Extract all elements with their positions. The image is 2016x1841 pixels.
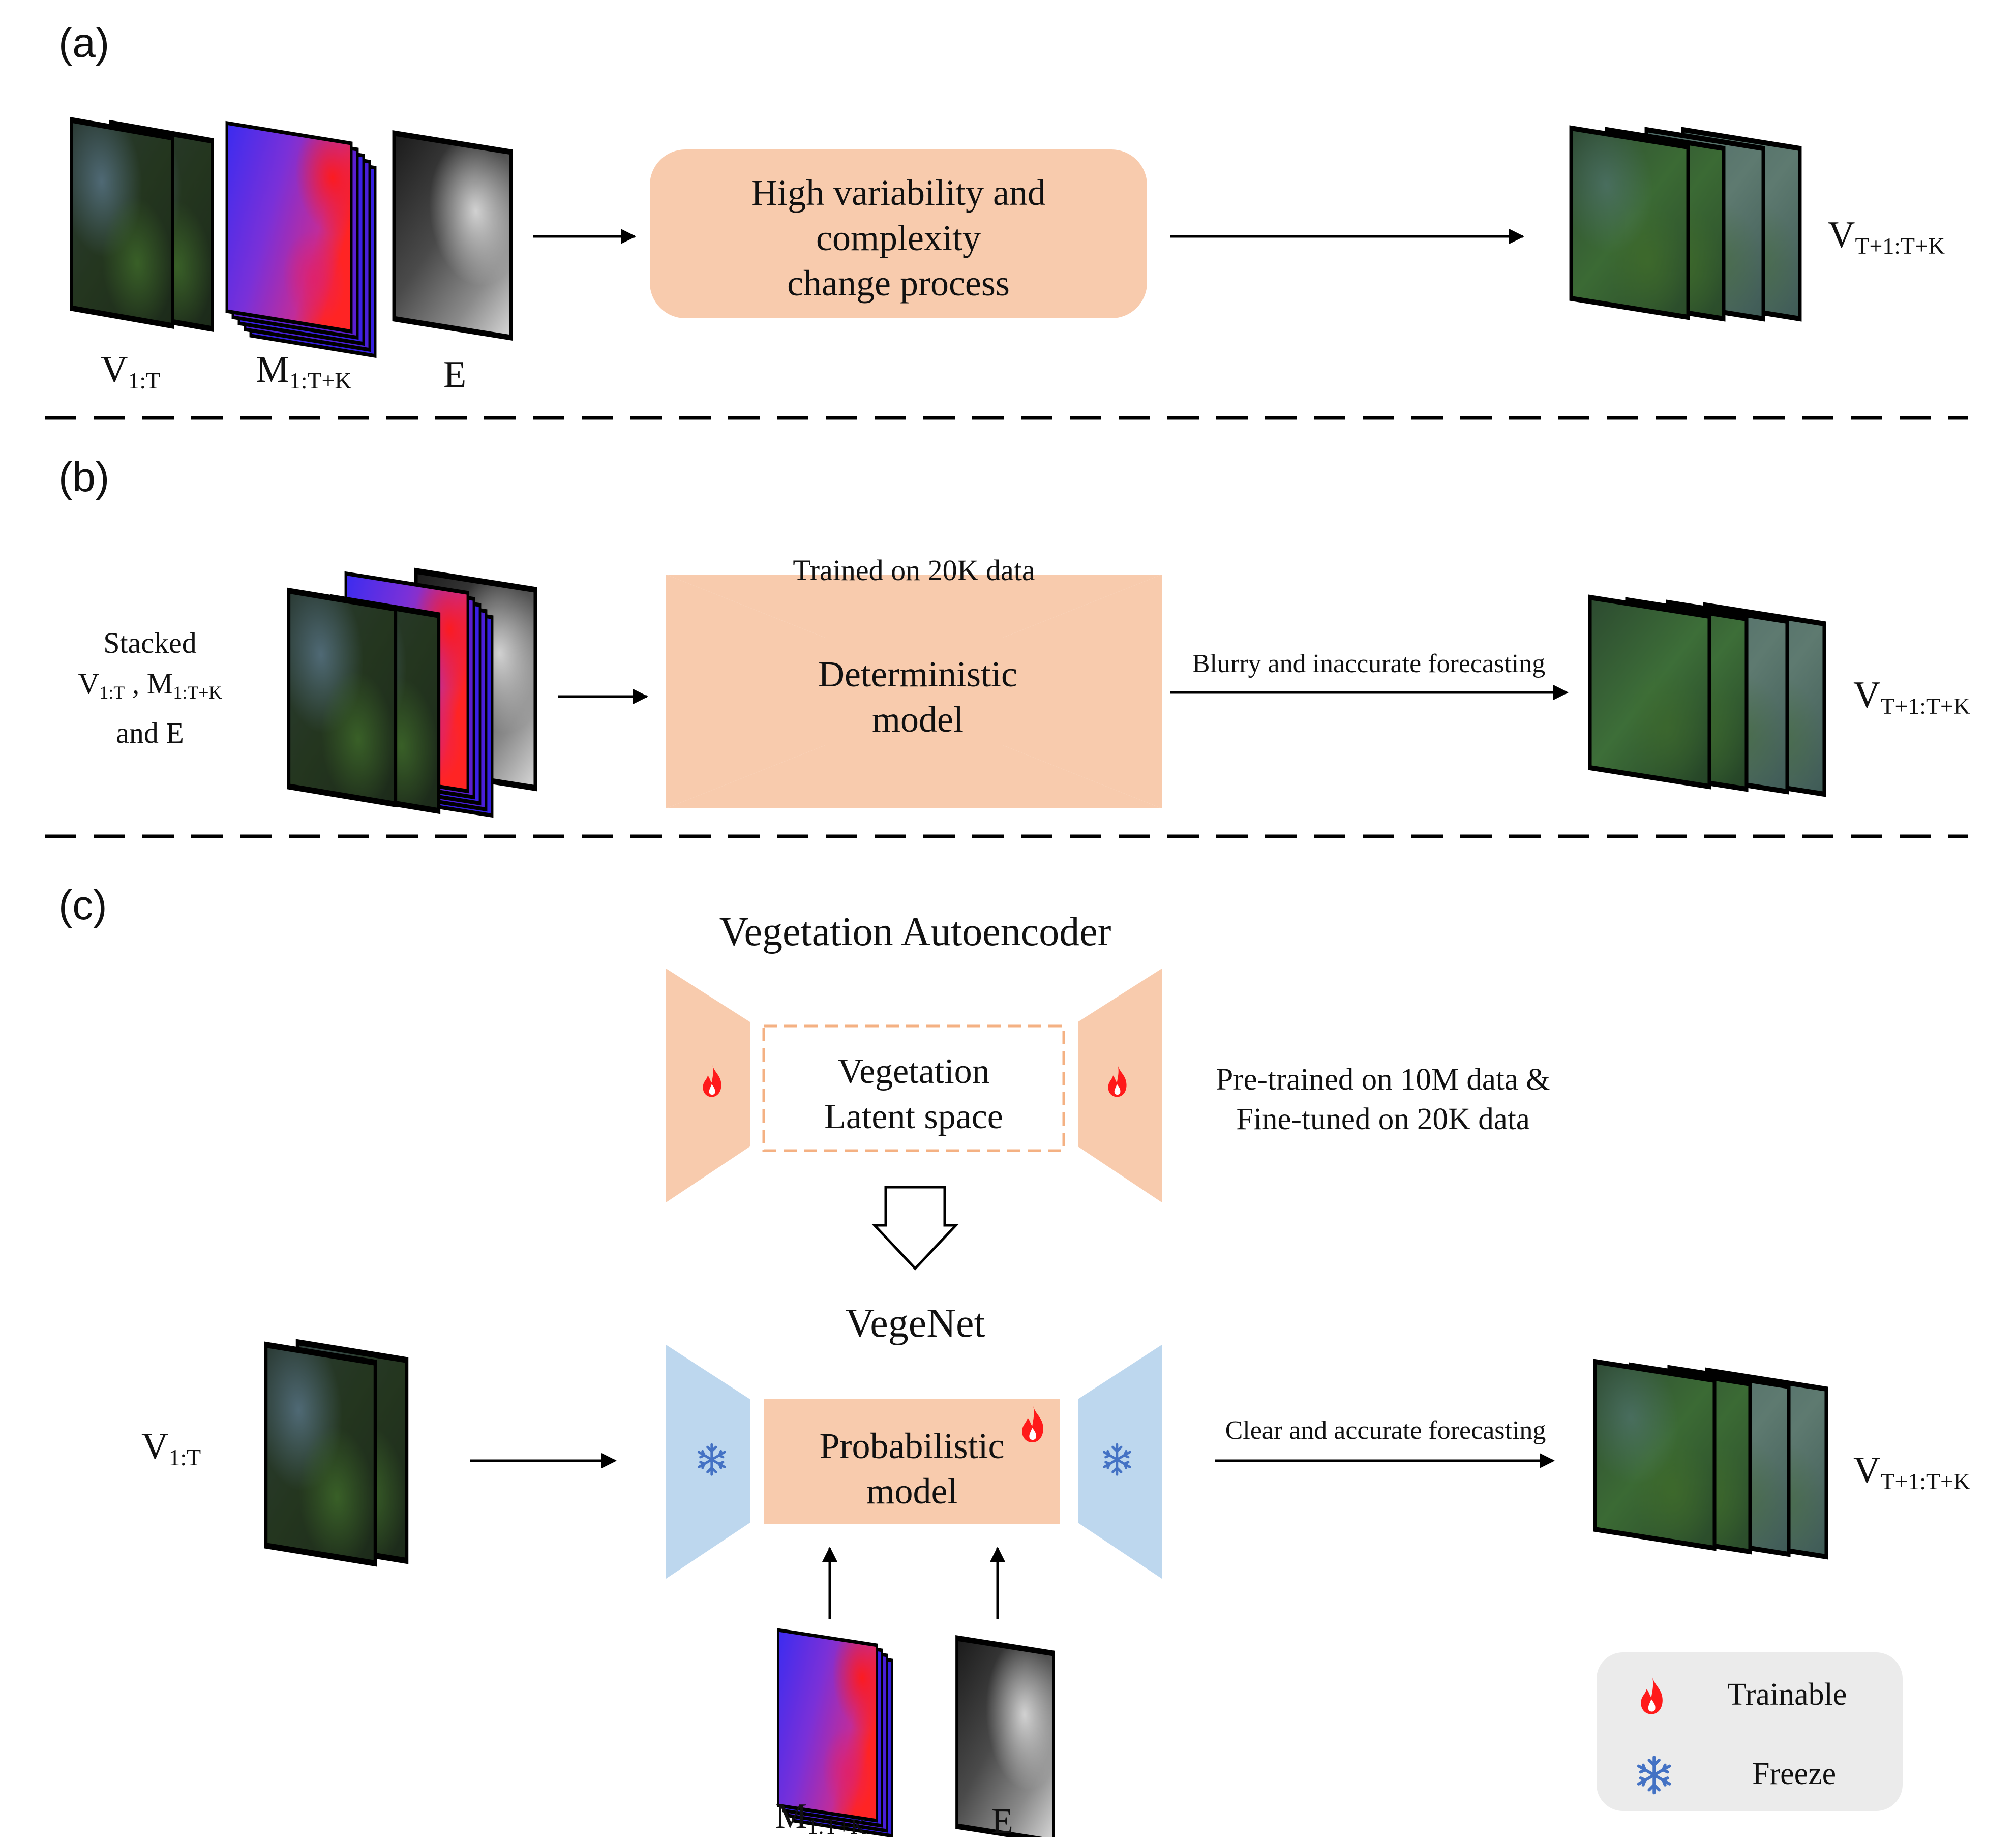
panel-a-v-label: V1:T bbox=[101, 349, 161, 394]
panel-c-vegetation-input-stack bbox=[266, 1342, 407, 1563]
latent-space-box bbox=[762, 1024, 1065, 1152]
trained-note: Trained on 20K data bbox=[793, 554, 1035, 587]
panel-c-meteorology-stack bbox=[778, 1630, 893, 1837]
panel-a-output-stack bbox=[1571, 128, 1800, 319]
legend-trainable-label: Trainable bbox=[1727, 1677, 1847, 1712]
deterministic-model-text: Deterministic model bbox=[818, 654, 1017, 740]
panel-a-elevation-map bbox=[394, 133, 511, 338]
transfer-down-arrow bbox=[871, 1186, 959, 1271]
panel-a-meteorology-stack bbox=[227, 123, 377, 358]
stacked-input-label: Stacked V1:T , M1:T+K and E bbox=[78, 626, 222, 750]
latent-space-text: Vegetation Latent space bbox=[824, 1052, 1003, 1136]
panel-a-label: (a) bbox=[58, 20, 110, 66]
panel-c-m-label: M1:T+K bbox=[775, 1797, 866, 1839]
panel-b-output-stack bbox=[1590, 597, 1824, 794]
panel-c-e-label: E bbox=[991, 1802, 1013, 1841]
panel-c-output-label: VT+1:T+K bbox=[1853, 1450, 1971, 1494]
panel-a-m-label: M1:T+K bbox=[256, 349, 352, 394]
legend-freeze-label: Freeze bbox=[1752, 1757, 1837, 1791]
change-process-text: High variability and complexity change p… bbox=[751, 172, 1046, 304]
panel-a-e-label: E bbox=[443, 354, 467, 396]
panel-b-output-label: VT+1:T+K bbox=[1853, 674, 1971, 719]
panel-a-output-label: VT+1:T+K bbox=[1828, 214, 1945, 259]
change-process-box bbox=[650, 149, 1147, 318]
panel-c-arrow-note: Clear and accurate forecasting bbox=[1225, 1416, 1546, 1445]
probabilistic-model-box bbox=[764, 1399, 1060, 1524]
panel-c-output-stack bbox=[1595, 1362, 1826, 1557]
pretrain-note: Pre-trained on 10M data & Fine-tuned on … bbox=[1216, 1063, 1550, 1136]
panel-c bbox=[266, 969, 1826, 1837]
panel-b-stacked-input bbox=[289, 571, 535, 818]
vegenet-title: VegeNet bbox=[845, 1301, 985, 1346]
panel-c-label: (c) bbox=[58, 882, 107, 928]
panel-a bbox=[71, 120, 1800, 358]
legend-box bbox=[1597, 1652, 1903, 1811]
probabilistic-model-text: Probabilistic model bbox=[819, 1426, 1005, 1512]
panel-c-input-label: V1:T bbox=[141, 1426, 201, 1470]
autoencoder-title: Vegetation Autoencoder bbox=[719, 910, 1111, 954]
panel-b bbox=[289, 571, 1824, 818]
panel-a-vegetation-input-stack bbox=[71, 120, 213, 329]
panel-b-label: (b) bbox=[58, 454, 110, 500]
panel-b-arrow-note: Blurry and inaccurate forecasting bbox=[1192, 649, 1546, 678]
